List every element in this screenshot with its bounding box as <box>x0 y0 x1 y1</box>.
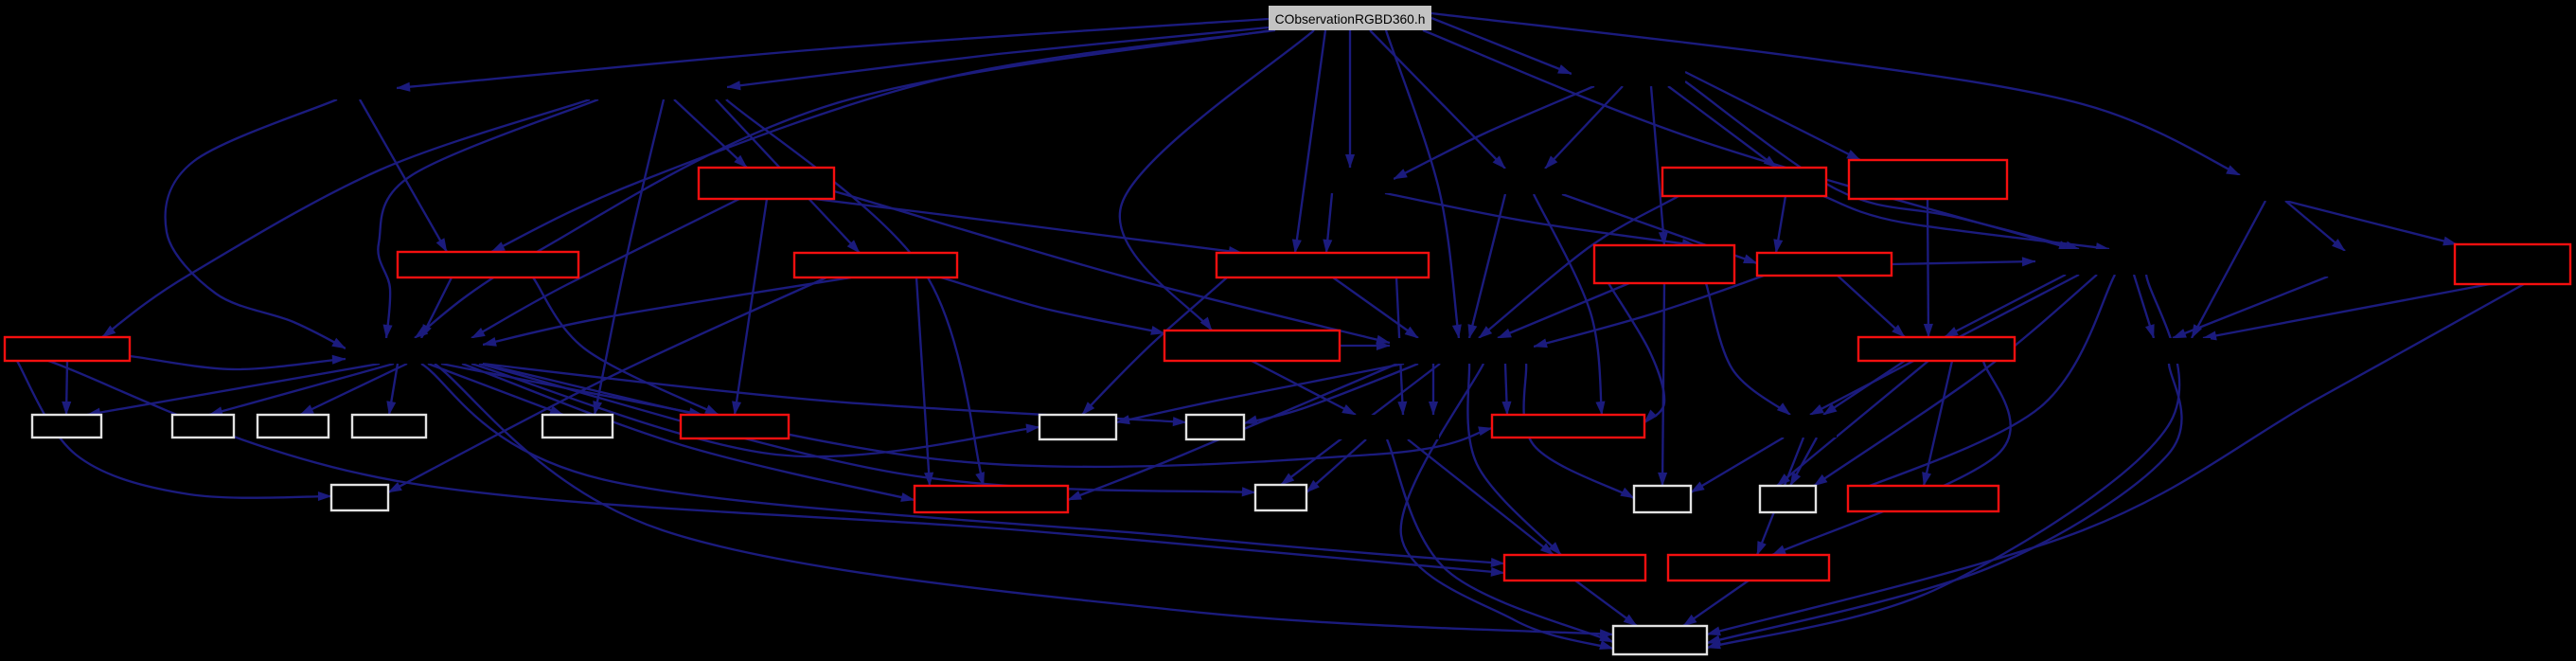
svg-text:CObservationRGBD360.h: CObservationRGBD360.h <box>1275 12 1426 27</box>
